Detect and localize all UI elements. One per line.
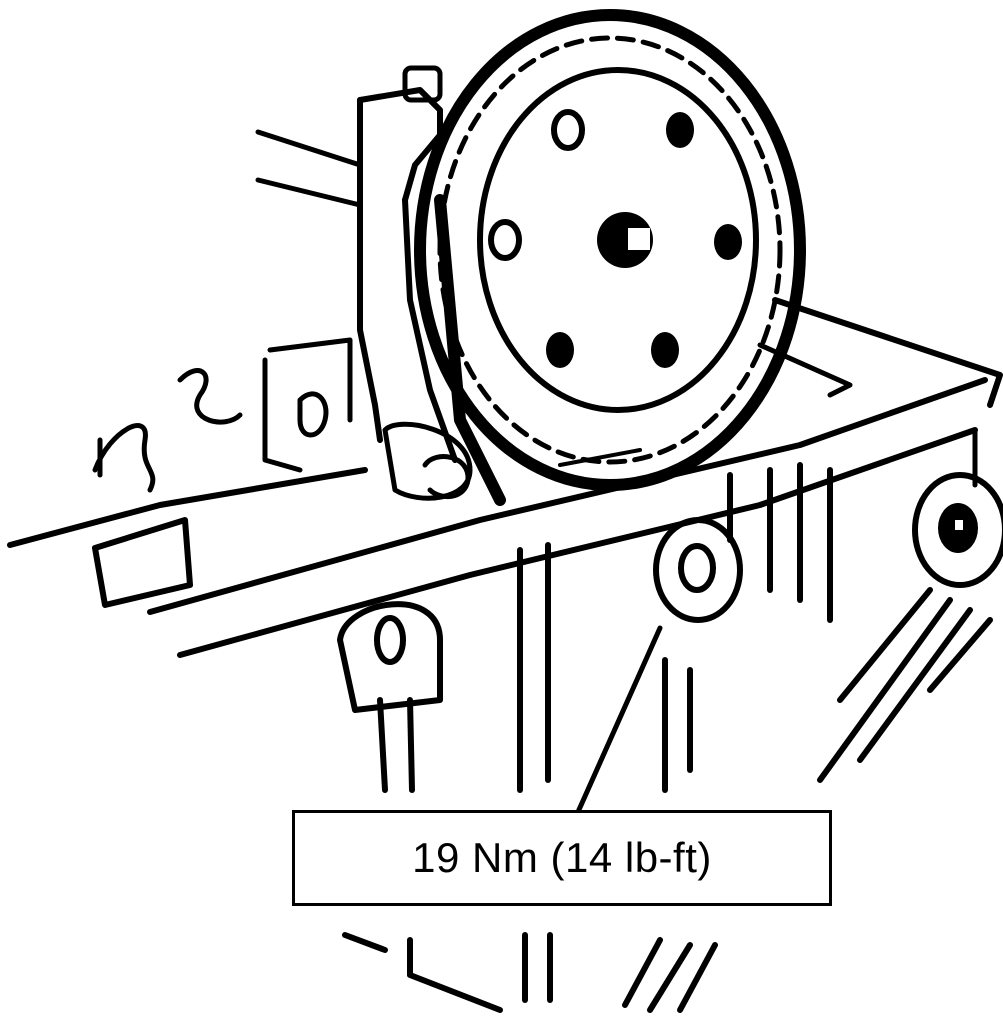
torque-spec-label: 19 Nm (14 lb-ft) — [412, 834, 712, 881]
cylinder-block — [7, 297, 1003, 793]
lower-cutaway-lines — [342, 932, 718, 1013]
camshaft-sprocket — [477, 67, 759, 413]
chain-guide-housing — [262, 65, 473, 501]
bolt-bosses — [337, 472, 1003, 713]
torque-spec-callout: 19 Nm (14 lb-ft) — [292, 810, 832, 906]
reference-leader-lines — [255, 129, 363, 208]
sprocket-center-bolt — [597, 212, 653, 268]
sprocket-holes — [488, 109, 742, 368]
callout-leader-line — [575, 625, 663, 815]
timing-chain — [414, 9, 806, 506]
